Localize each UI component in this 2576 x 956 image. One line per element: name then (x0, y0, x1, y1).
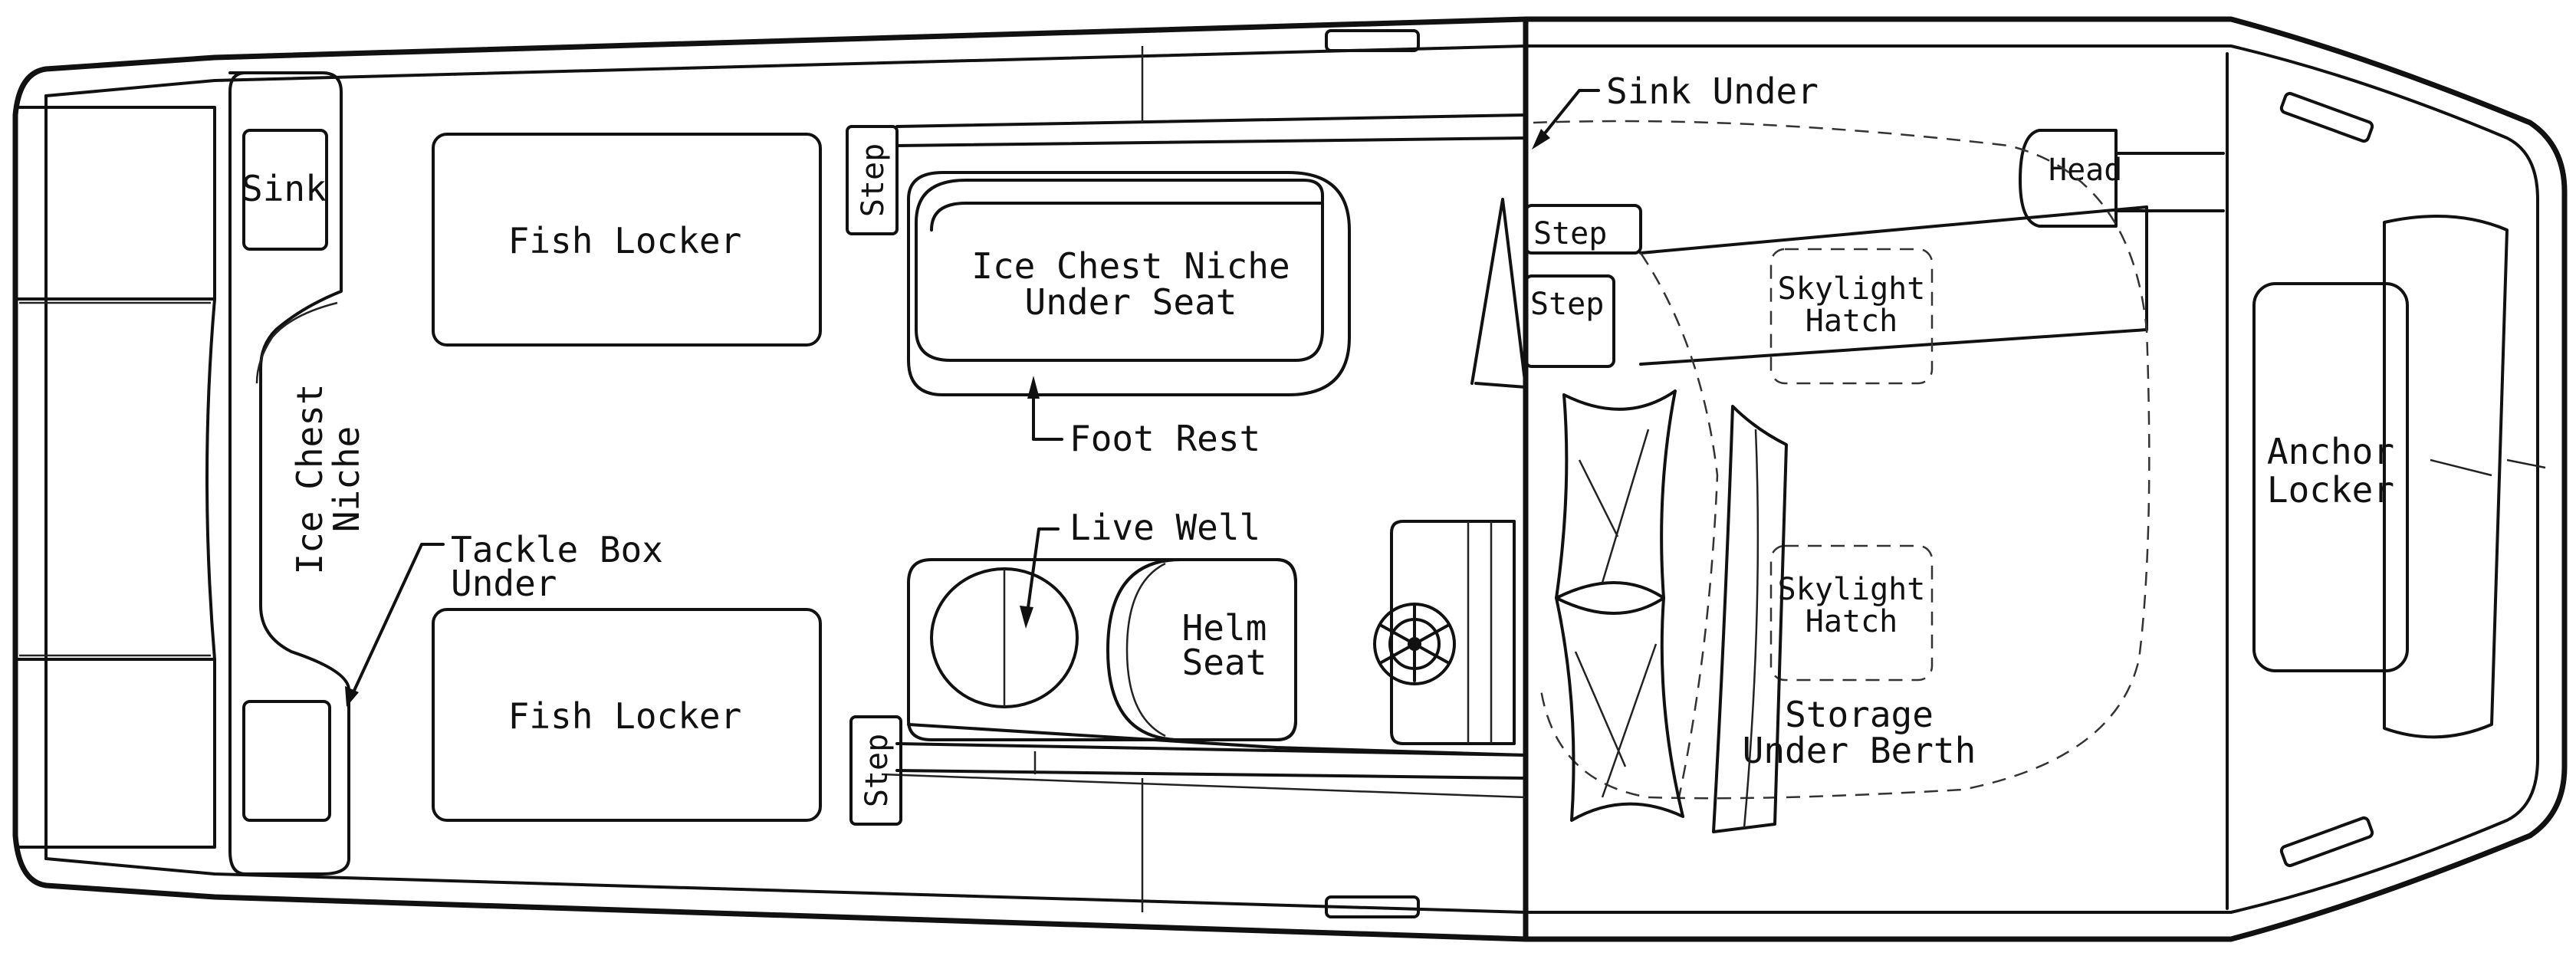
head-label: Head (2049, 153, 2122, 188)
skylight-hatch-bottom-label-line2: Hatch (1806, 604, 1898, 639)
hull-outline (12, 16, 2568, 942)
step-cabin-top-label: Step (1533, 216, 1607, 251)
step-bottom-cockpit-label: Step (859, 734, 895, 807)
skylight-hatch-bottom (1769, 544, 1934, 682)
tackle-box (242, 700, 331, 822)
helm-seat-label: Helm (1182, 607, 1267, 649)
step-bottom-cockpit (849, 715, 902, 826)
berth-outline (1533, 120, 2150, 800)
sink-label: Sink (242, 168, 327, 209)
skylight-hatch-top-label: Skylight (1778, 271, 1926, 307)
tackle-box-arrowhead (345, 686, 359, 707)
foot-rest-leader (1032, 386, 1063, 441)
skylight-hatch-bottom-label: Skylight (1778, 572, 1926, 607)
helm-seat (1106, 558, 1297, 741)
step-top-cockpit-label: Step (856, 143, 891, 217)
live-well-arrowhead (1020, 606, 1033, 629)
svg-text:Ice Chest: Ice Chest (289, 383, 330, 574)
live-well-leader (1026, 527, 1060, 615)
fish-locker-bottom-label: Fish Locker (508, 695, 742, 737)
fish-locker-top (432, 133, 822, 347)
cabin-cushions (1555, 389, 1788, 833)
ice-chest-seat-outer (907, 171, 1351, 396)
svg-text:Niche: Niche (326, 426, 367, 532)
anchor-locker-label-line2: Locker (2267, 469, 2394, 511)
sink-under-leader (1539, 89, 1600, 140)
foot-rest-label: Foot Rest (1070, 418, 1260, 459)
helm-seat-label-line2: Seat (1182, 642, 1267, 683)
step-cabin-bottom-label: Step (1530, 287, 1604, 322)
tackle-box-leader (351, 543, 445, 695)
sink-box (242, 129, 328, 251)
anchor-locker (2252, 282, 2409, 672)
anchor-locker-label: Anchor (2267, 431, 2394, 472)
ice-chest-niche-under-seat-label: Ice Chest Niche (971, 245, 1290, 287)
storage-label-line2: Under Berth (1743, 730, 1976, 771)
fish-locker-bottom (432, 608, 822, 822)
anchor-locker-bay (2383, 215, 2509, 739)
tackle-box-label: Tackle Box (451, 529, 663, 570)
fish-locker-top-label: Fish Locker (508, 220, 742, 261)
ice-chest-seat-inner (915, 179, 1324, 362)
head-fixture (2019, 129, 2118, 228)
ice-chest-niche-label: Ice Chest Niche (289, 383, 367, 574)
step-cabin-top (1524, 204, 1642, 255)
step-top-cockpit (846, 125, 899, 235)
helm-console (1390, 520, 1516, 745)
sink-under-arrowhead (1532, 129, 1550, 149)
live-well-label: Live Well (1070, 507, 1260, 548)
tackle-box-label-line2: Under (451, 563, 557, 604)
sink-under-label: Sink Under (1606, 71, 1819, 112)
step-cabin-bottom (1524, 274, 1615, 368)
skylight-hatch-top-label-line2: Hatch (1806, 304, 1898, 339)
skylight-hatch-top (1769, 248, 1934, 385)
ice-chest-niche-under-seat-label-line2: Under Seat (1025, 281, 1237, 323)
storage-label: Storage (1785, 694, 1934, 735)
stern-seat-unit (228, 71, 350, 876)
